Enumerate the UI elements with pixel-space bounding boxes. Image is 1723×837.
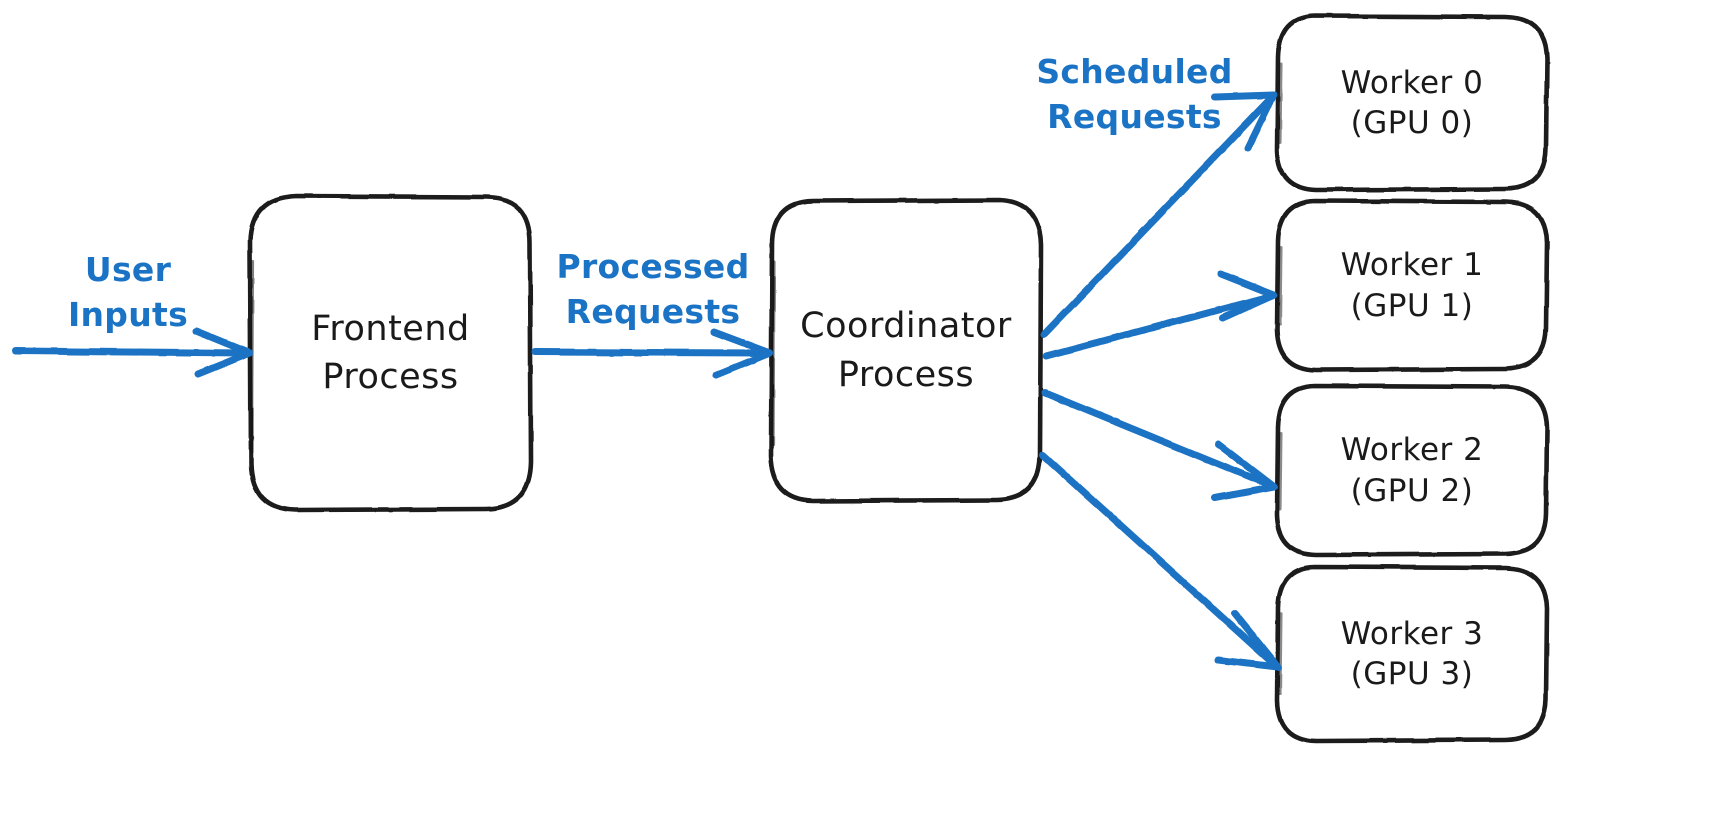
arrow-to-worker-2 [1041, 389, 1278, 502]
worker-1-box[interactable] [1274, 198, 1550, 373]
frontend-process-box[interactable] [247, 193, 534, 513]
arrow-user-inputs [12, 327, 254, 378]
arrow-processed-requests [531, 328, 774, 379]
arrow-to-worker-3 [1039, 451, 1282, 671]
coordinator-process-box[interactable] [768, 197, 1044, 504]
arrow-to-worker-1 [1042, 270, 1278, 360]
worker-0-box[interactable] [1274, 13, 1550, 193]
worker-3-box[interactable] [1274, 564, 1550, 744]
worker-2-box[interactable] [1274, 383, 1550, 558]
arrow-to-worker-0 [1040, 91, 1278, 339]
